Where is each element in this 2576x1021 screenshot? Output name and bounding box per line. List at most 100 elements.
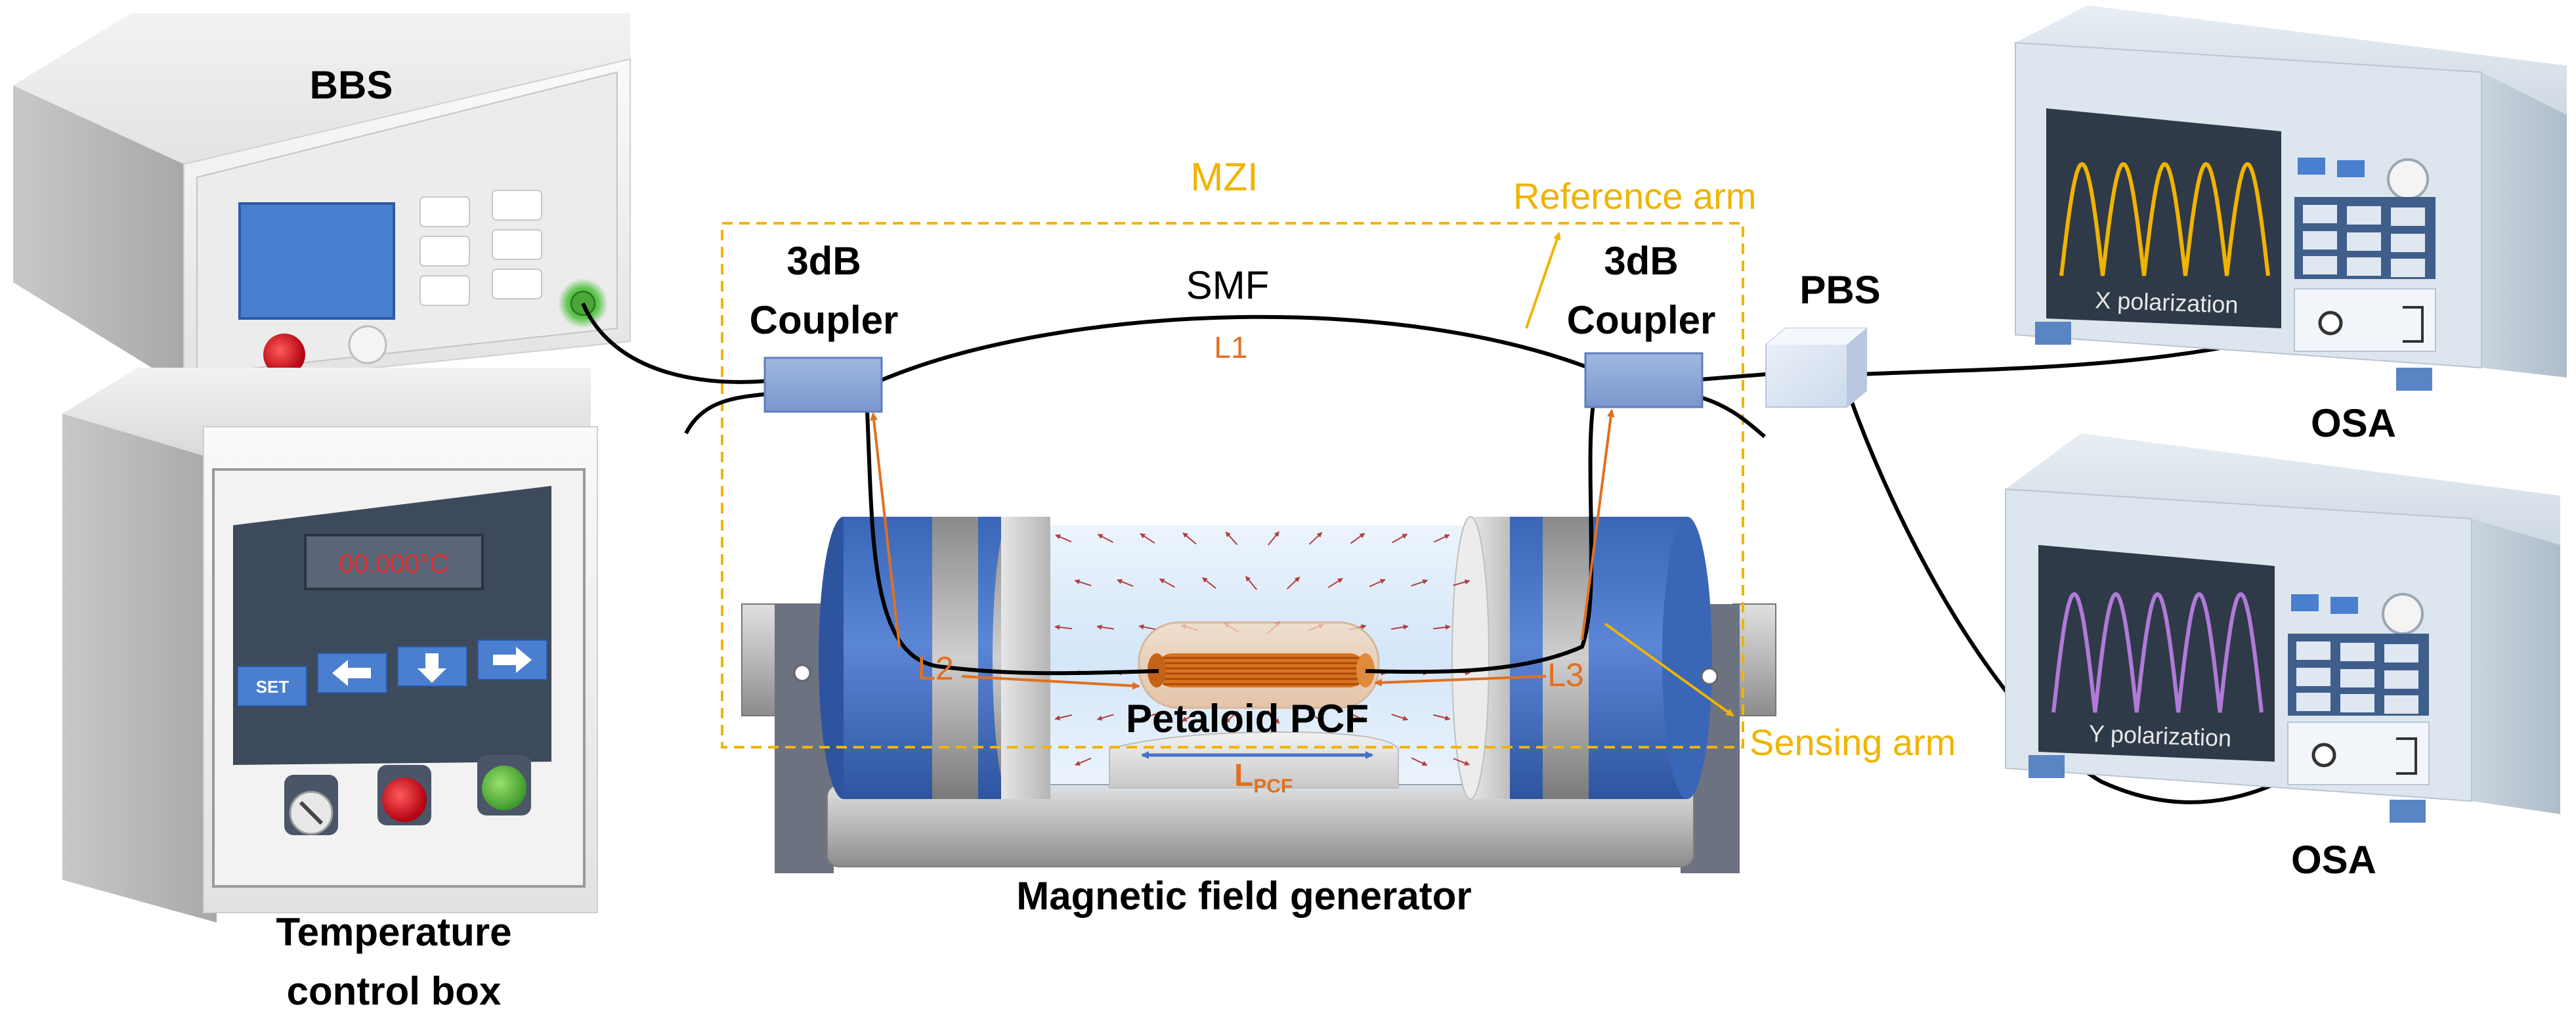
reference-arm-label: Reference arm: [1513, 175, 1756, 217]
field-arrow: [1350, 532, 1365, 544]
field-arrow: [1453, 758, 1470, 766]
field-arrow: [1181, 712, 1197, 722]
l2-arrow-up: [870, 412, 901, 647]
l1-label: L1: [1214, 330, 1247, 364]
pbs-cube: PBS: [1765, 268, 1881, 408]
y-polarization-label: Y polarization: [2088, 720, 2232, 752]
fiber-coupler-left-tail: [684, 392, 769, 435]
field-arrow: [1286, 576, 1300, 590]
coupler-right: 3dB Coupler: [1567, 239, 1716, 408]
field-arrow: [1267, 710, 1280, 724]
pcf-label: Petaloid PCF: [1126, 697, 1369, 741]
bbs-label: BBS: [310, 63, 393, 107]
bbs-red-button: [263, 334, 305, 376]
temp-display-value: 00.000°C: [339, 550, 448, 578]
temp-green-button: [482, 766, 526, 810]
coupler-left-label-2: Coupler: [750, 298, 899, 342]
fiber-sensing-right: [1365, 390, 1597, 674]
osa-bottom-input-port: [2311, 743, 2336, 768]
field-arrow: [1433, 714, 1451, 721]
field-arrow: [1097, 534, 1113, 543]
field-arrow: [1392, 533, 1408, 544]
l3-arrow-left: [1374, 675, 1547, 687]
sensing-arm-arrow: [1604, 622, 1734, 717]
coupler-left-label-1: 3dB: [786, 239, 861, 283]
osa-bottom-label: OSA: [2291, 838, 2376, 882]
bbs-device: BBS: [13, 13, 631, 389]
field-arrow: [1096, 714, 1114, 721]
fiber-bbs-to-coupler: [581, 302, 769, 384]
field-arrow: [1308, 711, 1323, 723]
lpcf-label: LPCF: [1234, 758, 1293, 797]
right-arrow-icon: [493, 647, 532, 673]
coupler-right-label-2: Coupler: [1567, 298, 1716, 342]
fiber-coupler-right-tail: [1700, 395, 1766, 439]
temperature-control-box: 00.000°C SET Temperature control box: [62, 368, 598, 1013]
field-arrow: [1117, 579, 1134, 587]
bbs-screen: [238, 202, 395, 320]
field-arrow: [1182, 532, 1197, 545]
lpcf-sub: PCF: [1253, 775, 1293, 797]
l3-arrow-up: [1581, 409, 1615, 641]
osa-top-screen: [2046, 108, 2281, 328]
x-polarization-label: X polarization: [2095, 286, 2239, 318]
field-arrow: [1054, 624, 1073, 630]
temp-keypad: SET: [237, 640, 547, 706]
field-arrow: [1225, 531, 1238, 546]
coupler-right-label-1: 3dB: [1604, 239, 1678, 283]
field-arrow: [1369, 578, 1386, 588]
coupler-left: 3dB Coupler: [750, 239, 899, 413]
field-arrow: [1391, 713, 1409, 721]
down-arrow-icon: [418, 653, 446, 683]
smf-label: SMF: [1186, 263, 1270, 307]
fiber-smf-reference-arm: [878, 315, 1590, 383]
osa-bottom-knob: [2382, 593, 2424, 635]
left-arrow-icon: [332, 660, 371, 686]
l2-arrow-right: [961, 675, 1140, 690]
field-arrow: [1140, 533, 1155, 544]
temperature-label-line2: control box: [287, 969, 502, 1013]
osa-top-label: OSA: [2311, 401, 2396, 445]
magnet-label: Magnetic field generator: [1016, 874, 1471, 918]
field-arrow: [1391, 624, 1409, 630]
field-arrow: [1075, 757, 1092, 766]
temperature-label-line1: Temperature: [276, 910, 511, 954]
field-arrow: [1096, 624, 1115, 630]
field-arrow: [1453, 579, 1470, 586]
field-arrow: [1433, 534, 1450, 543]
field-arrow: [1308, 532, 1323, 545]
osa-top-input-port: [2318, 311, 2343, 336]
field-arrow: [1055, 534, 1072, 543]
field-arrow: [1224, 710, 1239, 724]
y-polarization-trace: [2051, 592, 2264, 713]
sensing-arm-label: Sensing arm: [1750, 722, 1956, 763]
field-arrow: [1411, 579, 1428, 587]
fiber-coupler-to-pbs: [1700, 372, 1767, 381]
fiber-sensing-left: [865, 397, 1159, 676]
x-polarization-trace: [2059, 162, 2270, 276]
mzi-boundary: [721, 222, 1744, 749]
temp-red-button: [382, 777, 427, 822]
reference-arm-arrow: [1525, 232, 1561, 329]
mzi-label: MZI: [1190, 155, 1258, 199]
set-key-label: SET: [256, 677, 290, 697]
field-arrow: [1349, 712, 1366, 722]
l2-label: L2: [917, 650, 954, 687]
field-arrow: [1432, 624, 1451, 630]
field-arrow: [1054, 714, 1072, 721]
bbs-white-button: [348, 325, 387, 364]
bbs-keypad: [419, 190, 542, 306]
l3-label: L3: [1547, 657, 1584, 693]
field-arrow: [1074, 579, 1092, 586]
magnetic-field-generator: LPCF Petaloid PCF Magnetic field generat…: [741, 516, 1776, 918]
field-arrow: [1268, 531, 1279, 546]
osa-top: X polarization OSA: [2015, 5, 2567, 445]
field-arrow: [1159, 578, 1175, 588]
pbs-label: PBS: [1799, 268, 1880, 312]
field-arrow: [1327, 578, 1343, 588]
set-key: [237, 666, 307, 706]
field-arrow: [1245, 576, 1258, 590]
field-arrow: [1138, 624, 1156, 630]
